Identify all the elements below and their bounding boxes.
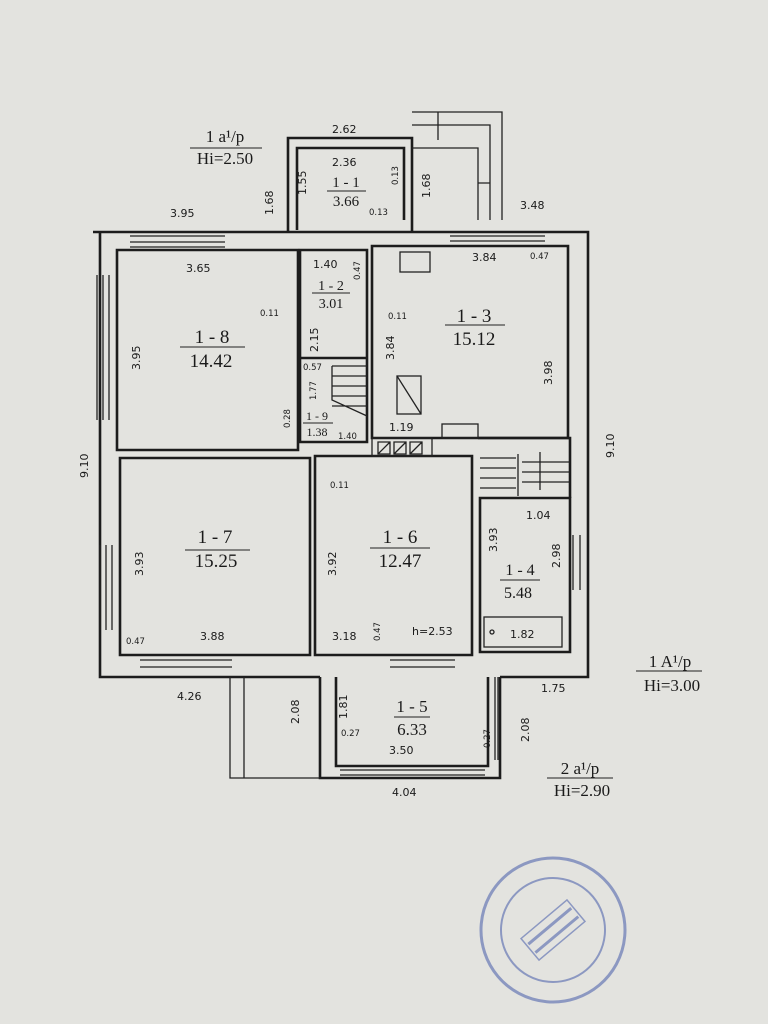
room-1-7-outline xyxy=(118,456,312,657)
dimension-label: 0.47 xyxy=(530,252,549,262)
dimension-label: 3.18 xyxy=(332,630,357,643)
dimension-label: 2.36 xyxy=(332,156,357,169)
windows xyxy=(96,235,581,776)
dimension-labels: 2.62 2.36 1.55 1.68 0.13 0.13 1.68 3.95 … xyxy=(78,123,617,799)
dimension-label: 0.47 xyxy=(126,637,145,647)
dimension-label: 0.28 xyxy=(283,409,293,428)
room-label: 12.47 xyxy=(379,551,422,572)
dimension-label: 3.95 xyxy=(170,207,195,220)
dimension-label: 3.84 xyxy=(384,336,397,361)
room-label: 5.48 xyxy=(504,585,532,602)
dimension-label: 0.11 xyxy=(330,481,349,491)
dimension-label: 1.77 xyxy=(309,381,319,400)
dimension-label: 2.15 xyxy=(308,328,321,353)
room-labels: 1 - 1 3.66 1 - 2 3.01 1 - 3 15.12 1 - 4 … xyxy=(180,175,540,739)
room-label: 1 - 3 xyxy=(457,306,492,327)
room-label: 15.12 xyxy=(453,329,496,350)
dimension-label: 1.55 xyxy=(296,171,309,196)
dimension-label: 1.68 xyxy=(263,191,276,216)
dimension-label: 2.08 xyxy=(519,718,532,743)
level-labels: 1 a¹/p Hi=2.50 1 A¹/p Hi=3.00 2 a¹/p Hi=… xyxy=(190,127,702,800)
room-label: 1 - 4 xyxy=(505,562,534,579)
dimension-label: 1.82 xyxy=(510,628,535,641)
room-1-4-outline xyxy=(478,496,572,654)
walls xyxy=(93,111,590,780)
boiler-icon xyxy=(396,375,422,415)
dimension-label: 0.13 xyxy=(391,166,401,185)
dimension-label: 2.98 xyxy=(550,544,563,569)
dimension-label: 2.62 xyxy=(332,123,357,136)
dimension-label: 3.93 xyxy=(487,528,500,553)
sink-icon xyxy=(441,423,479,439)
dimension-label: 0.57 xyxy=(303,363,322,373)
dimension-label: 0.47 xyxy=(373,622,383,641)
dimension-label: 1.68 xyxy=(420,174,433,199)
dimension-label: 3.50 xyxy=(389,744,414,757)
dimension-label: 1.40 xyxy=(313,258,338,271)
dimension-label: 9.10 xyxy=(78,454,91,479)
room-label: 3.66 xyxy=(333,194,360,210)
dimension-label: 4.04 xyxy=(392,786,417,799)
level-label: Hi=2.50 xyxy=(197,149,253,168)
official-stamp xyxy=(479,856,627,1004)
room-label: 1 - 9 xyxy=(306,409,328,423)
level-label: 1 A¹/p xyxy=(649,652,691,671)
dimension-label: 0.27 xyxy=(483,729,493,748)
dimension-label: 2.08 xyxy=(289,700,302,725)
stairs-icon xyxy=(331,365,368,417)
room-1-2-outline xyxy=(298,248,369,444)
room-label: 14.42 xyxy=(190,351,233,372)
bathtub-icon xyxy=(483,616,563,648)
room-label: 1.38 xyxy=(307,425,328,439)
dimension-label: 0.11 xyxy=(260,309,279,319)
level-label: 1 a¹/p xyxy=(206,127,245,146)
room-label: 1 - 7 xyxy=(198,527,233,548)
dimension-label: 1.04 xyxy=(526,509,551,522)
dimension-label: 0.11 xyxy=(388,312,407,322)
level-label: Hi=3.00 xyxy=(644,676,700,695)
room-1-1-outline xyxy=(286,136,414,232)
dimension-label: 3.93 xyxy=(133,552,146,577)
dimension-label: 3.48 xyxy=(520,199,545,212)
vent-block-icon xyxy=(371,437,433,457)
fixtures xyxy=(331,251,570,648)
room-label: 1 - 8 xyxy=(195,327,230,348)
room-1-8-outline xyxy=(115,248,300,452)
dimension-label: h=2.53 xyxy=(412,625,453,638)
dimension-label: 0.47 xyxy=(353,261,363,280)
room-1-5-outline xyxy=(318,677,502,780)
room-label: 15.25 xyxy=(195,551,238,572)
room-label: 1 - 5 xyxy=(396,697,427,716)
level-label: 2 a¹/p xyxy=(561,759,600,778)
dimension-label: 1.75 xyxy=(541,682,566,695)
dimension-label: 4.26 xyxy=(177,690,202,703)
room-label: 1 - 2 xyxy=(318,279,344,294)
dimension-label: 3.92 xyxy=(326,552,339,577)
dimension-label: 0.27 xyxy=(341,729,360,739)
stairs-lower-icon xyxy=(480,452,570,496)
dimension-label: 3.98 xyxy=(542,361,555,386)
dimension-label: 0.13 xyxy=(369,208,388,218)
dimension-label: 1.19 xyxy=(389,421,414,434)
room-label: 3.01 xyxy=(319,297,344,312)
dimension-label: 1.81 xyxy=(337,695,350,720)
dimension-label: 3.88 xyxy=(200,630,225,643)
room-label: 6.33 xyxy=(397,720,427,739)
level-label: Hi=2.90 xyxy=(554,781,610,800)
dimension-label: 3.84 xyxy=(472,251,497,264)
room-label: 1 - 1 xyxy=(332,175,360,191)
stove-icon xyxy=(399,251,431,273)
dimension-label: 3.65 xyxy=(186,262,211,275)
room-label: 1 - 6 xyxy=(383,527,418,548)
dimension-label: 1.40 xyxy=(338,432,357,442)
dimension-label: 9.10 xyxy=(604,434,617,459)
dimension-label: 3.95 xyxy=(130,346,143,371)
